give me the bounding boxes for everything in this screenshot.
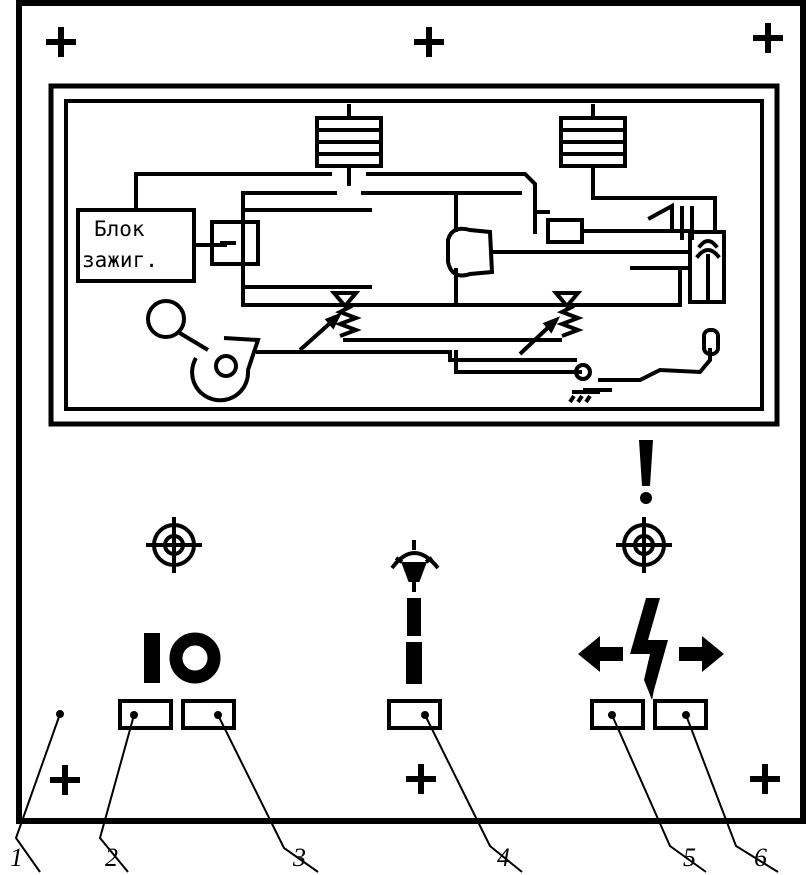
screw-top-center [414, 27, 444, 57]
blower-fan [146, 299, 261, 403]
screw-top-left [46, 27, 76, 57]
valve-block-right [559, 104, 627, 192]
button-3 [181, 699, 236, 730]
ignition-block-label-line1: Блок [94, 217, 145, 241]
callout-5: 5 [683, 843, 696, 872]
screw-bottom-center [406, 764, 436, 794]
callout-2: 2 [105, 843, 118, 872]
mounting-screws [46, 23, 783, 795]
screw-top-right [753, 23, 783, 53]
valve-block-left [315, 104, 383, 186]
button-5 [590, 699, 645, 730]
screw-bottom-right [750, 764, 780, 794]
indicator-lamp-right [616, 517, 672, 573]
bottom-mechanism [568, 328, 720, 404]
button-4 [387, 699, 442, 730]
ignition-block-label-line2: зажиг. [82, 248, 158, 272]
button-6 [653, 699, 708, 730]
schematic-window: Блок зажиг. [48, 83, 780, 427]
callout-6: 6 [754, 843, 767, 872]
ignition-flame-icon [390, 540, 440, 684]
high-voltage-arrows-icon [578, 598, 724, 700]
screw-bottom-left [50, 765, 80, 795]
indicator-lamp-left [146, 517, 202, 573]
spring-valve-right [518, 291, 584, 356]
callout-1: 1 [10, 843, 23, 872]
panel-frame [16, 0, 806, 824]
callout-3: 3 [292, 843, 306, 872]
leader-lines [14, 710, 779, 873]
schematic-inner-frame [64, 99, 764, 411]
power-ready-icon [144, 632, 221, 684]
push-buttons[interactable] [118, 699, 708, 730]
callout-numbers: 1 2 3 4 5 6 [10, 843, 767, 872]
warning-exclamation-icon [639, 440, 653, 504]
callout-4: 4 [497, 843, 510, 872]
button-2 [118, 699, 173, 730]
schematic-outer-frame [48, 83, 780, 427]
spring-valve-left [298, 291, 362, 352]
